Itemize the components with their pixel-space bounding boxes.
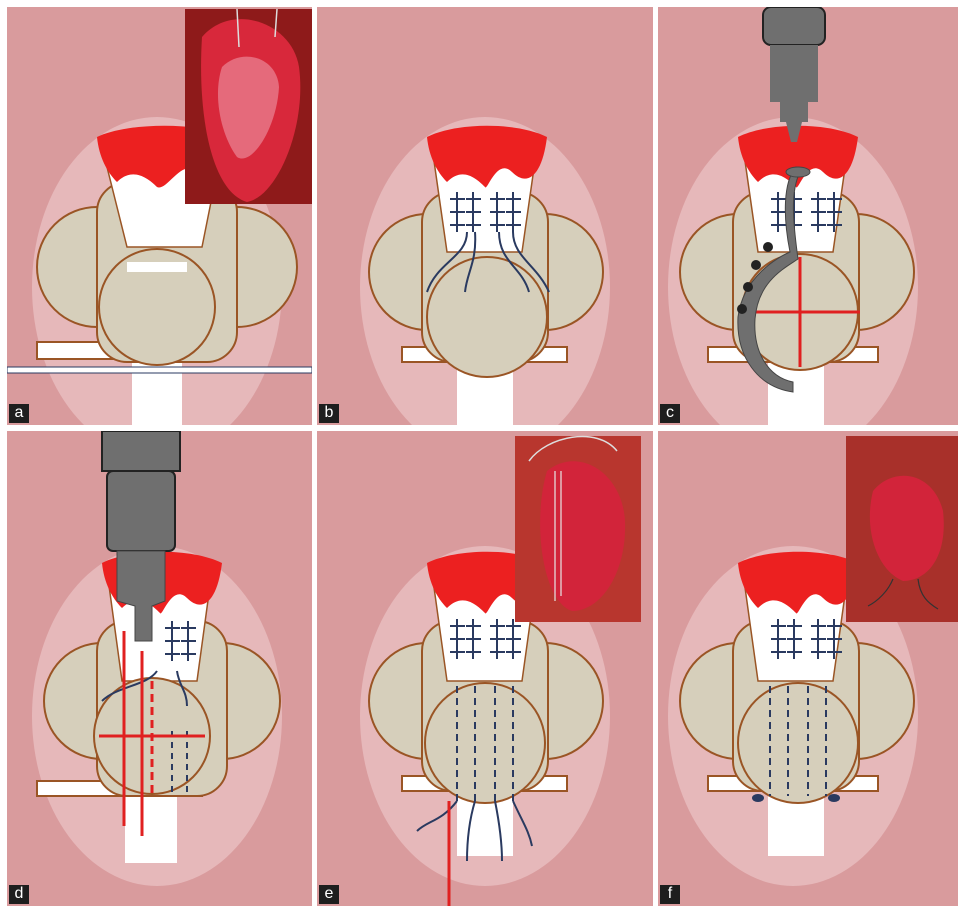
panel-label-c: c	[660, 404, 680, 423]
panel-c-drawing	[658, 7, 958, 425]
panel-d: d	[7, 431, 312, 906]
panel-c: c	[658, 7, 958, 425]
panel-e: e	[317, 431, 653, 906]
panel-f: f	[658, 431, 958, 906]
panel-d-drawing	[7, 431, 312, 906]
panel-b: b	[317, 7, 653, 425]
panel-b-drawing	[317, 7, 653, 425]
panel-a-drawing	[7, 7, 312, 425]
panel-label-a: a	[9, 404, 29, 423]
panel-f-drawing	[658, 431, 958, 906]
panel-label-d: d	[9, 885, 29, 904]
panel-e-drawing	[317, 431, 653, 906]
panel-label-f: f	[660, 885, 680, 904]
panel-a: a	[7, 7, 312, 425]
panel-label-e: e	[319, 885, 339, 904]
panel-label-b: b	[319, 404, 339, 423]
